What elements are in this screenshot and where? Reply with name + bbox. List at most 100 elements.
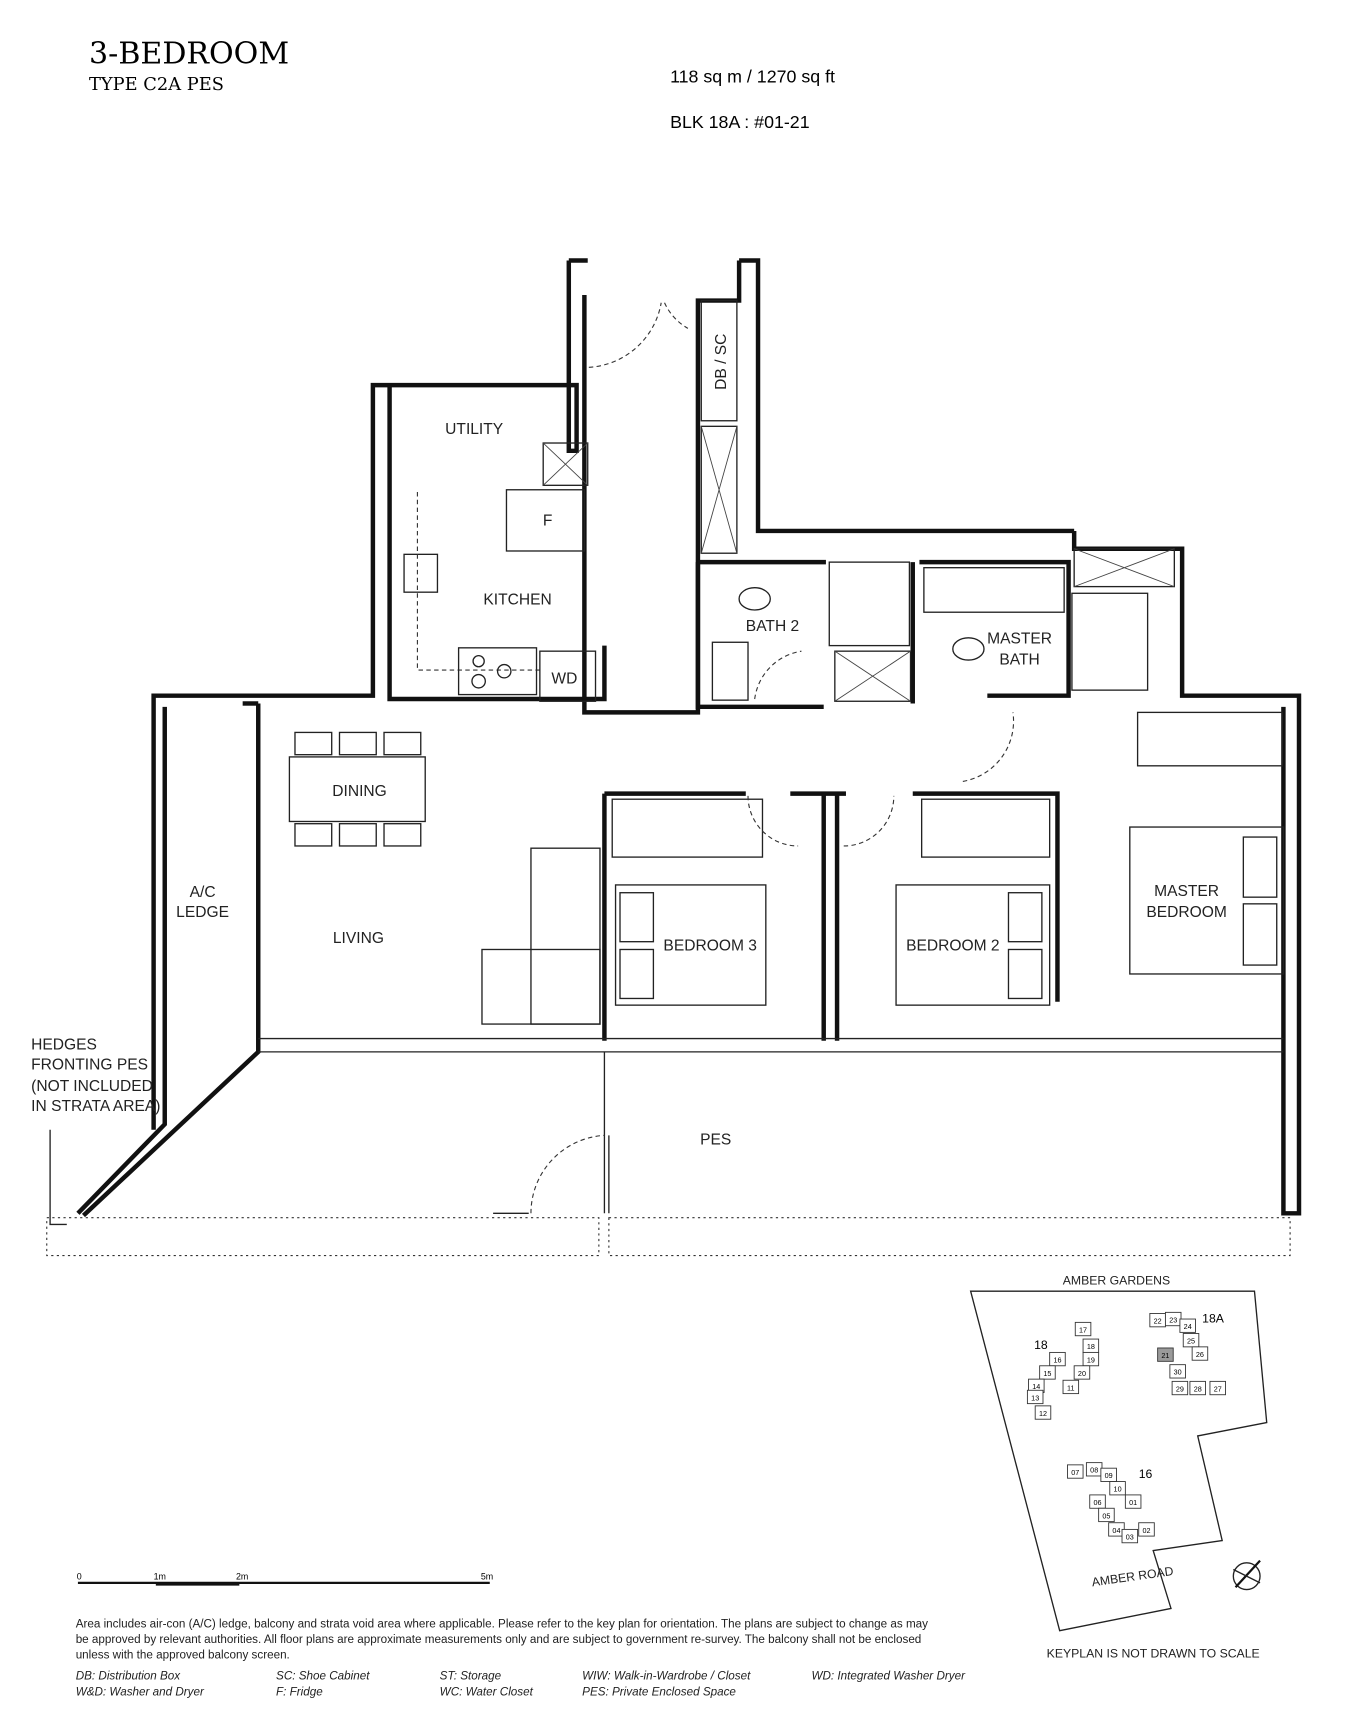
label-bath-2: BATH 2	[746, 618, 799, 635]
disclaimer-line-2: be approved by relevant authorities. All…	[76, 1633, 922, 1646]
keyplan-unit	[1049, 1351, 1066, 1367]
keyplan-unit-label: 08	[1090, 1466, 1098, 1475]
legend-wnd: W&D: Washer and Dryer	[76, 1685, 205, 1698]
unit-type: TYPE C2A PES	[89, 74, 224, 95]
label-wd: WD	[551, 670, 577, 687]
keyplan-unit	[1082, 1351, 1100, 1367]
keyplan-unit-label: 05	[1102, 1511, 1110, 1520]
keyplan-block-16: 16	[1139, 1467, 1153, 1481]
scale-label-2m: 2m	[236, 1572, 248, 1582]
keyplan-unit-label: 24	[1184, 1322, 1192, 1331]
keyplan-unit-label: 15	[1043, 1369, 1051, 1378]
keyplan-unit	[1026, 1389, 1044, 1405]
disclaimer-line-1: Area includes air-con (A/C) ledge, balco…	[76, 1617, 928, 1630]
label-bedroom-3: BEDROOM 3	[663, 938, 756, 955]
legend-sc: SC: Shoe Cabinet	[276, 1670, 370, 1683]
keyplan-unit-label: 09	[1105, 1471, 1113, 1480]
keyplan-unit	[1209, 1380, 1226, 1396]
keyplan-unit-label: 29	[1176, 1384, 1184, 1393]
keyplan-unit-label: 01	[1129, 1498, 1137, 1507]
hedges	[46, 1129, 1291, 1257]
keyplan-unit	[1089, 1494, 1106, 1509]
keyplan-top-road: AMBER GARDENS	[1063, 1274, 1170, 1288]
scale-bar: 0 1m 2m 5m	[77, 1572, 493, 1586]
keyplan-unit-label: 20	[1078, 1369, 1086, 1378]
label-db-sc: DB / SC	[713, 334, 730, 390]
keyplan-unit	[1157, 1347, 1174, 1362]
keyplan-unit-label: 23	[1169, 1315, 1177, 1324]
keyplan-block-18: 18	[1034, 1338, 1048, 1352]
keyplan-unit	[1124, 1494, 1142, 1509]
keyplan-unit-label: 06	[1094, 1498, 1102, 1507]
keyplan-unit-label: 28	[1194, 1384, 1202, 1393]
keyplan-unit	[1138, 1522, 1155, 1537]
hedges-note-4: IN STRATA AREA)	[31, 1098, 160, 1115]
keyplan-unit	[1169, 1364, 1186, 1379]
keyplan-unit-label: 07	[1071, 1468, 1079, 1477]
keyplan-unit-label: 26	[1196, 1350, 1204, 1359]
label-dining: DINING	[332, 783, 387, 800]
keyplan-unit	[1189, 1380, 1206, 1396]
legend-f: F: Fridge	[276, 1685, 323, 1698]
keyplan-unit-label: 10	[1114, 1485, 1122, 1494]
unit-number: BLK 18A : #01-21	[670, 112, 810, 132]
keyplan-unit-label: 03	[1126, 1532, 1134, 1541]
keyplan-unit	[1171, 1380, 1189, 1396]
keyplan-unit	[1182, 1333, 1200, 1348]
keyplan-unit	[1098, 1507, 1115, 1523]
keyplan-unit-label: 11	[1067, 1383, 1075, 1392]
hedges-note-2: FRONTING PES	[31, 1057, 148, 1074]
label-master-bath-2: BATH	[999, 652, 1039, 669]
keyplan-unit	[1179, 1318, 1196, 1333]
label-pes: PES	[700, 1131, 731, 1148]
scale-label-1m: 1m	[154, 1572, 166, 1582]
keyplan-unit	[1100, 1467, 1117, 1482]
keyplan-unit	[1109, 1481, 1126, 1496]
keyplan-unit-label: 16	[1053, 1355, 1061, 1364]
page-title: 3-BEDROOM	[89, 36, 289, 71]
label-ac-ledge-2: LEDGE	[176, 904, 229, 921]
keyplan-unit	[1121, 1528, 1139, 1544]
keyplan-unit	[1039, 1365, 1056, 1380]
label-utility: UTILITY	[445, 421, 504, 438]
keyplan-caption: KEYPLAN IS NOT DRAWN TO SCALE	[1047, 1646, 1260, 1660]
keyplan-unit-label: 14	[1032, 1382, 1040, 1391]
label-ac-ledge: A/C	[190, 884, 216, 901]
label-living: LIVING	[333, 930, 384, 947]
keyplan-unit-label: 30	[1174, 1368, 1182, 1377]
legend-db: DB: Distribution Box	[76, 1670, 182, 1683]
label-kitchen: KITCHEN	[483, 591, 551, 608]
legend-pes: PES: Private Enclosed Space	[582, 1685, 736, 1698]
keyplan-unit-label: 17	[1079, 1325, 1087, 1334]
keyplan-block-18a: 18A	[1202, 1311, 1225, 1325]
keyplan-unit	[1034, 1405, 1052, 1420]
legend-wd: WD: Integrated Washer Dryer	[811, 1670, 966, 1683]
keyplan-unit-label: 19	[1087, 1355, 1095, 1364]
keyplan-unit-label: 27	[1214, 1384, 1222, 1393]
scale-label-5m: 5m	[481, 1572, 493, 1582]
legend-wc: WC: Water Closet	[440, 1685, 534, 1698]
label-master-bedroom: MASTER	[1154, 883, 1219, 900]
hedges-note-3: (NOT INCLUDED	[31, 1078, 153, 1095]
keyplan-unit-label: 02	[1142, 1526, 1150, 1535]
hedges-note-1: HEDGES	[31, 1037, 97, 1054]
keyplan-unit-label: 18	[1087, 1342, 1095, 1351]
keyplan-unit-label: 21	[1161, 1351, 1169, 1360]
unit-area: 118 sq m / 1270 sq ft	[670, 66, 835, 86]
north-arrow-icon	[1232, 1559, 1261, 1591]
keyplan-unit-label: 25	[1187, 1337, 1195, 1346]
keyplan-unit	[1073, 1365, 1091, 1380]
scale-label-0: 0	[77, 1572, 82, 1582]
fixtures	[288, 299, 1285, 1214]
legend-st: ST: Storage	[440, 1670, 502, 1683]
keyplan-unit-label: 04	[1112, 1526, 1120, 1535]
label-master-bedroom-2: BEDROOM	[1146, 904, 1227, 921]
label-master-bath: MASTER	[987, 630, 1052, 647]
keyplan-unit	[1067, 1464, 1084, 1479]
keyplan-unit-label: 22	[1154, 1316, 1162, 1325]
walls	[76, 258, 1302, 1218]
keyplan-unit	[1074, 1321, 1092, 1337]
disclaimer-line-3: unless with the approved balcony screen.	[76, 1649, 290, 1662]
